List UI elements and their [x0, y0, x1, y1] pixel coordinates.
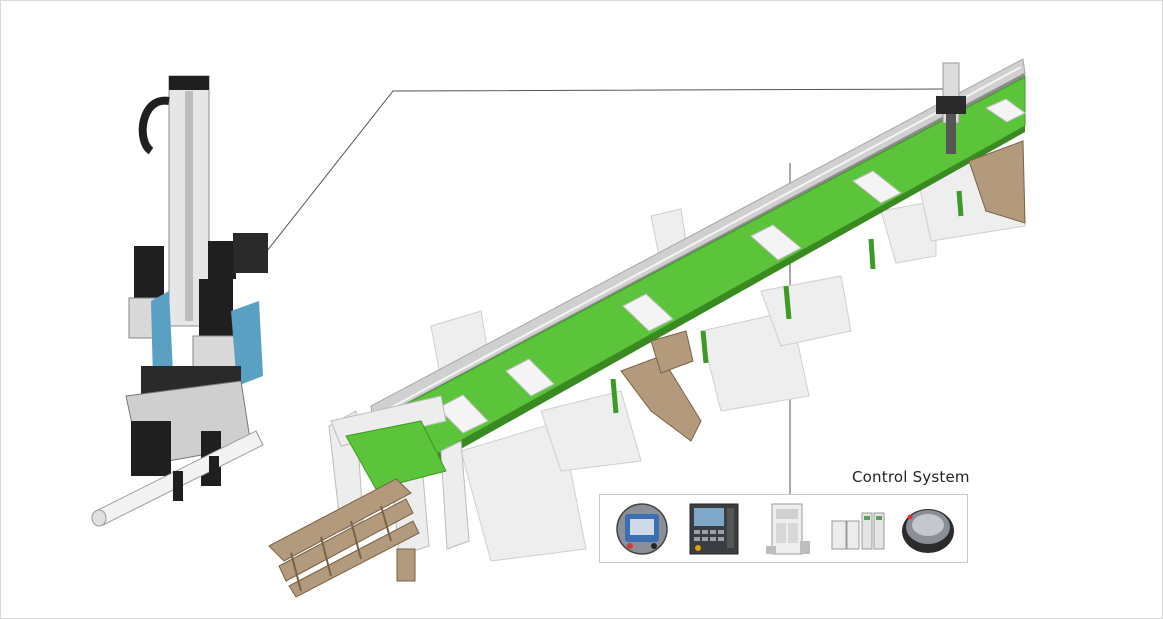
cnc-control-panel-icon [689, 503, 739, 555]
gantry-head [936, 62, 966, 154]
servo-drive-modules-icon [831, 512, 885, 550]
round-handheld-pendant-icon [616, 503, 668, 555]
wooden-racks [268, 140, 1026, 598]
control-system-panel [599, 494, 968, 563]
gantry-robot-detail [91, 75, 268, 527]
rack-slats [290, 505, 392, 592]
green-conveyor [344, 76, 1026, 477]
loading-conveyor [345, 420, 447, 490]
round-touch-pad-icon [902, 509, 954, 553]
control-system-title: Control System [852, 468, 970, 486]
servo-drive-cabinet-icon [766, 503, 810, 555]
